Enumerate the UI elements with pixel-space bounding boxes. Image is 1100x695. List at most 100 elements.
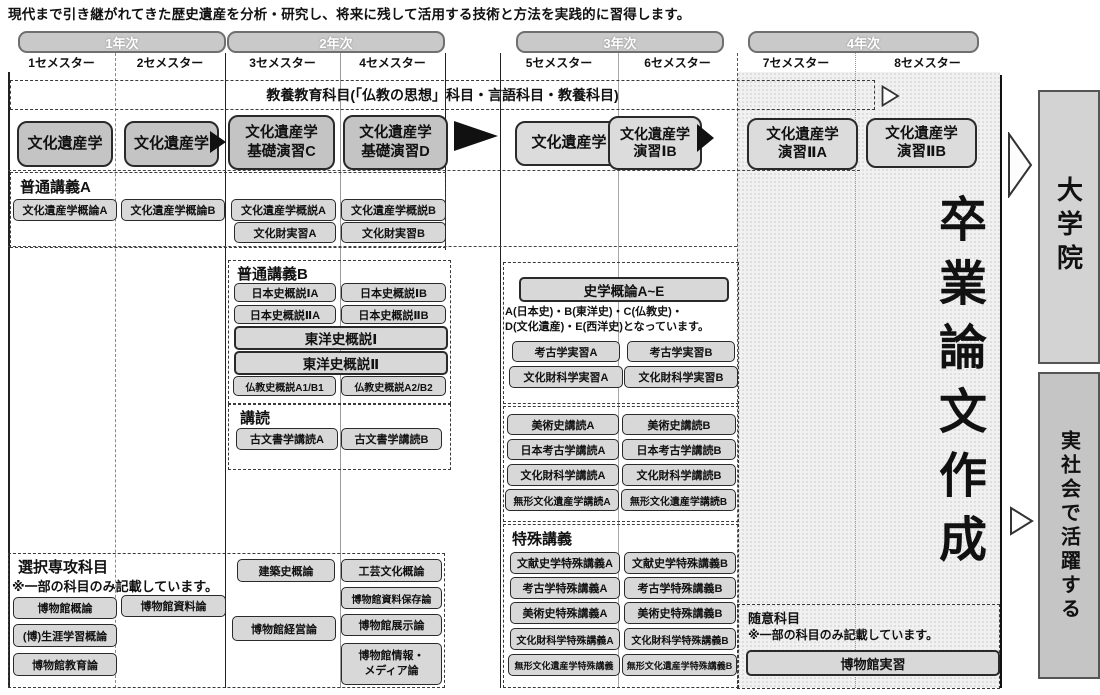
flow-box-label: 文化遺産学 xyxy=(245,125,318,142)
course-box: 美術史講読B xyxy=(622,414,736,435)
course-box: 日本史概説ⅠB xyxy=(341,283,446,302)
shigaku-note-line1: A(日本史)・B(東洋史)・C(仏教史)・ xyxy=(505,306,683,318)
course-box: 日本考古学講読B xyxy=(622,439,736,460)
course-box: 文化財科学特殊講義B xyxy=(624,628,736,650)
graduate-school-box: 大学院 xyxy=(1038,90,1100,364)
flow-box-sem6: 文化遺産学 演習ⅠB xyxy=(608,116,702,170)
flow-box-label: 文化遺産学 xyxy=(620,125,690,142)
course-box: 東洋史概説Ⅱ xyxy=(234,351,448,375)
liberal-arts-label: 教養教育科目(「仏教の思想」科目・言語科目・教養科目) xyxy=(266,87,619,103)
section-zuii-kamoku xyxy=(737,604,1000,689)
course-box: 博物館展示論 xyxy=(341,614,442,636)
year-bar-3: 3年次 xyxy=(516,31,724,53)
year-label: 2年次 xyxy=(319,35,353,51)
liberal-arts-box: 教養教育科目(「仏教の思想」科目・言語科目・教養科目) xyxy=(10,80,875,110)
section-kodoku-right xyxy=(503,406,739,522)
course-box: 博物館資料論 xyxy=(121,595,226,617)
grid-line xyxy=(1000,75,1002,688)
flow-box-label: 文化遺産学 xyxy=(531,134,607,152)
flow-box-sem8: 文化遺産学 演習ⅡB xyxy=(866,118,977,168)
course-box: 博物館経営論 xyxy=(232,616,336,641)
course-box: 美術史特殊講義A xyxy=(510,602,620,624)
grid-line xyxy=(115,53,116,688)
outline-arrow-icon xyxy=(1010,506,1034,536)
course-box-label: 博物館情報・ xyxy=(358,650,425,663)
course-box: 美術史特殊講義B xyxy=(624,602,736,624)
semester-label-4: 4セメスター xyxy=(359,55,426,70)
flow-box-sem3: 文化遺産学 基礎演習C xyxy=(228,115,335,170)
flow-box-label: 文化遺産学 xyxy=(885,125,958,142)
grid-line xyxy=(8,72,10,688)
section-title: 随意科目 xyxy=(748,611,801,626)
course-box: 仏教史概説A1/B1 xyxy=(233,376,336,396)
semester-label-1: 1セメスター xyxy=(28,55,95,70)
sentaku-note: ※一部の科目のみ記載しています。 xyxy=(12,579,218,594)
year-label: 3年次 xyxy=(603,35,637,51)
course-box: 文化財科学実習A xyxy=(509,366,623,388)
course-box: 考古学実習B xyxy=(627,341,735,362)
course-box: 考古学特殊講義B xyxy=(624,577,736,599)
arrow-right-icon xyxy=(210,131,226,153)
course-box: 日本史概説ⅡB xyxy=(341,305,446,324)
course-box: 無形文化遺産学特殊講義B xyxy=(622,654,737,676)
course-box: 東洋史概説Ⅰ xyxy=(234,326,448,350)
grid-line xyxy=(855,53,856,688)
semester-label-2: 2セメスター xyxy=(136,55,204,70)
shigaku-note-line2: D(文化遺産)・E(西洋史)となっています。 xyxy=(505,321,709,333)
course-box-label: メディア論 xyxy=(364,665,419,677)
course-box: 古文書学講読A xyxy=(236,428,338,450)
course-box: (博)生涯学習概論 xyxy=(13,624,117,647)
course-box: 博物館教育論 xyxy=(13,653,117,676)
course-box: 建築史概論 xyxy=(237,559,335,582)
course-box: 博物館実習 xyxy=(746,650,1000,676)
section-title: 特殊講義 xyxy=(512,531,573,548)
grid-line xyxy=(225,53,226,688)
course-box: 工芸文化概論 xyxy=(341,559,442,582)
flow-box-label: 文化遺産学 xyxy=(27,134,103,152)
flow-box-sem7: 文化遺産学 演習ⅡA xyxy=(747,118,858,170)
grid-line xyxy=(8,170,860,171)
course-box: 考古学特殊講義A xyxy=(510,577,620,599)
section-title: 普通講義B xyxy=(237,266,308,283)
year-label: 1年次 xyxy=(105,35,139,51)
course-box: 文化遺産学概説A xyxy=(231,199,336,221)
section-title: 講読 xyxy=(240,410,271,427)
outline-arrow-icon xyxy=(881,85,900,107)
flow-box-sem1: 文化遺産学 xyxy=(17,121,113,167)
course-box: 文化財科学実習B xyxy=(624,366,738,388)
course-box: 日本史概説ⅡA xyxy=(234,305,336,324)
course-box: 博物館概論 xyxy=(13,597,117,619)
semester-label-5: 5セメスター xyxy=(525,55,593,70)
flow-box-label: 演習ⅠB xyxy=(633,143,677,159)
course-box: 無形文化遺産学特殊講義 xyxy=(508,654,620,676)
course-box: 文化財科学講読B xyxy=(622,464,736,486)
semester-label-6: 6セメスター xyxy=(644,55,711,70)
course-box: 文化財実習B xyxy=(341,222,446,243)
flow-box-sem4: 文化遺産学 基礎演習D xyxy=(343,115,448,170)
course-box: 文化遺産学概説B xyxy=(341,199,446,221)
zuii-note: ※一部の科目のみ記載しています。 xyxy=(748,628,939,642)
course-box: 史学概論A~E xyxy=(519,277,729,302)
flow-box-sem2: 文化遺産学 xyxy=(124,121,219,167)
course-box: 文化財科学講読A xyxy=(507,464,619,486)
course-box: 文献史学特殊講義A xyxy=(510,552,620,574)
course-box: 考古学実習A xyxy=(512,341,620,362)
flow-box-label: 文化遺産学 xyxy=(133,134,209,152)
thesis-column-shade xyxy=(737,72,1000,688)
section-shigaku xyxy=(503,262,739,404)
course-box: 文献史学特殊講義B xyxy=(624,552,736,574)
section-title: 普通講義A xyxy=(20,179,91,196)
flow-box-label: 演習ⅡB xyxy=(896,144,947,160)
course-box: 無形文化遺産学講読B xyxy=(621,489,736,511)
course-box: 古文書学講読B xyxy=(341,428,442,450)
year-label: 4年次 xyxy=(846,35,881,51)
course-box: 文化遺産学概論B xyxy=(121,199,225,221)
flow-box-label: 文化遺産学 xyxy=(359,125,432,142)
course-box: 仏教史概説A2/B2 xyxy=(341,376,446,396)
flow-box-label: 演習ⅡA xyxy=(777,145,828,161)
section-title: 選択専攻科目 xyxy=(18,559,109,576)
semester-label-8: 8セメスター xyxy=(894,55,961,70)
section-sentaku-senko xyxy=(8,553,445,688)
year-bar-2: 2年次 xyxy=(227,31,445,53)
course-box: 文化遺産学概論A xyxy=(13,199,117,221)
